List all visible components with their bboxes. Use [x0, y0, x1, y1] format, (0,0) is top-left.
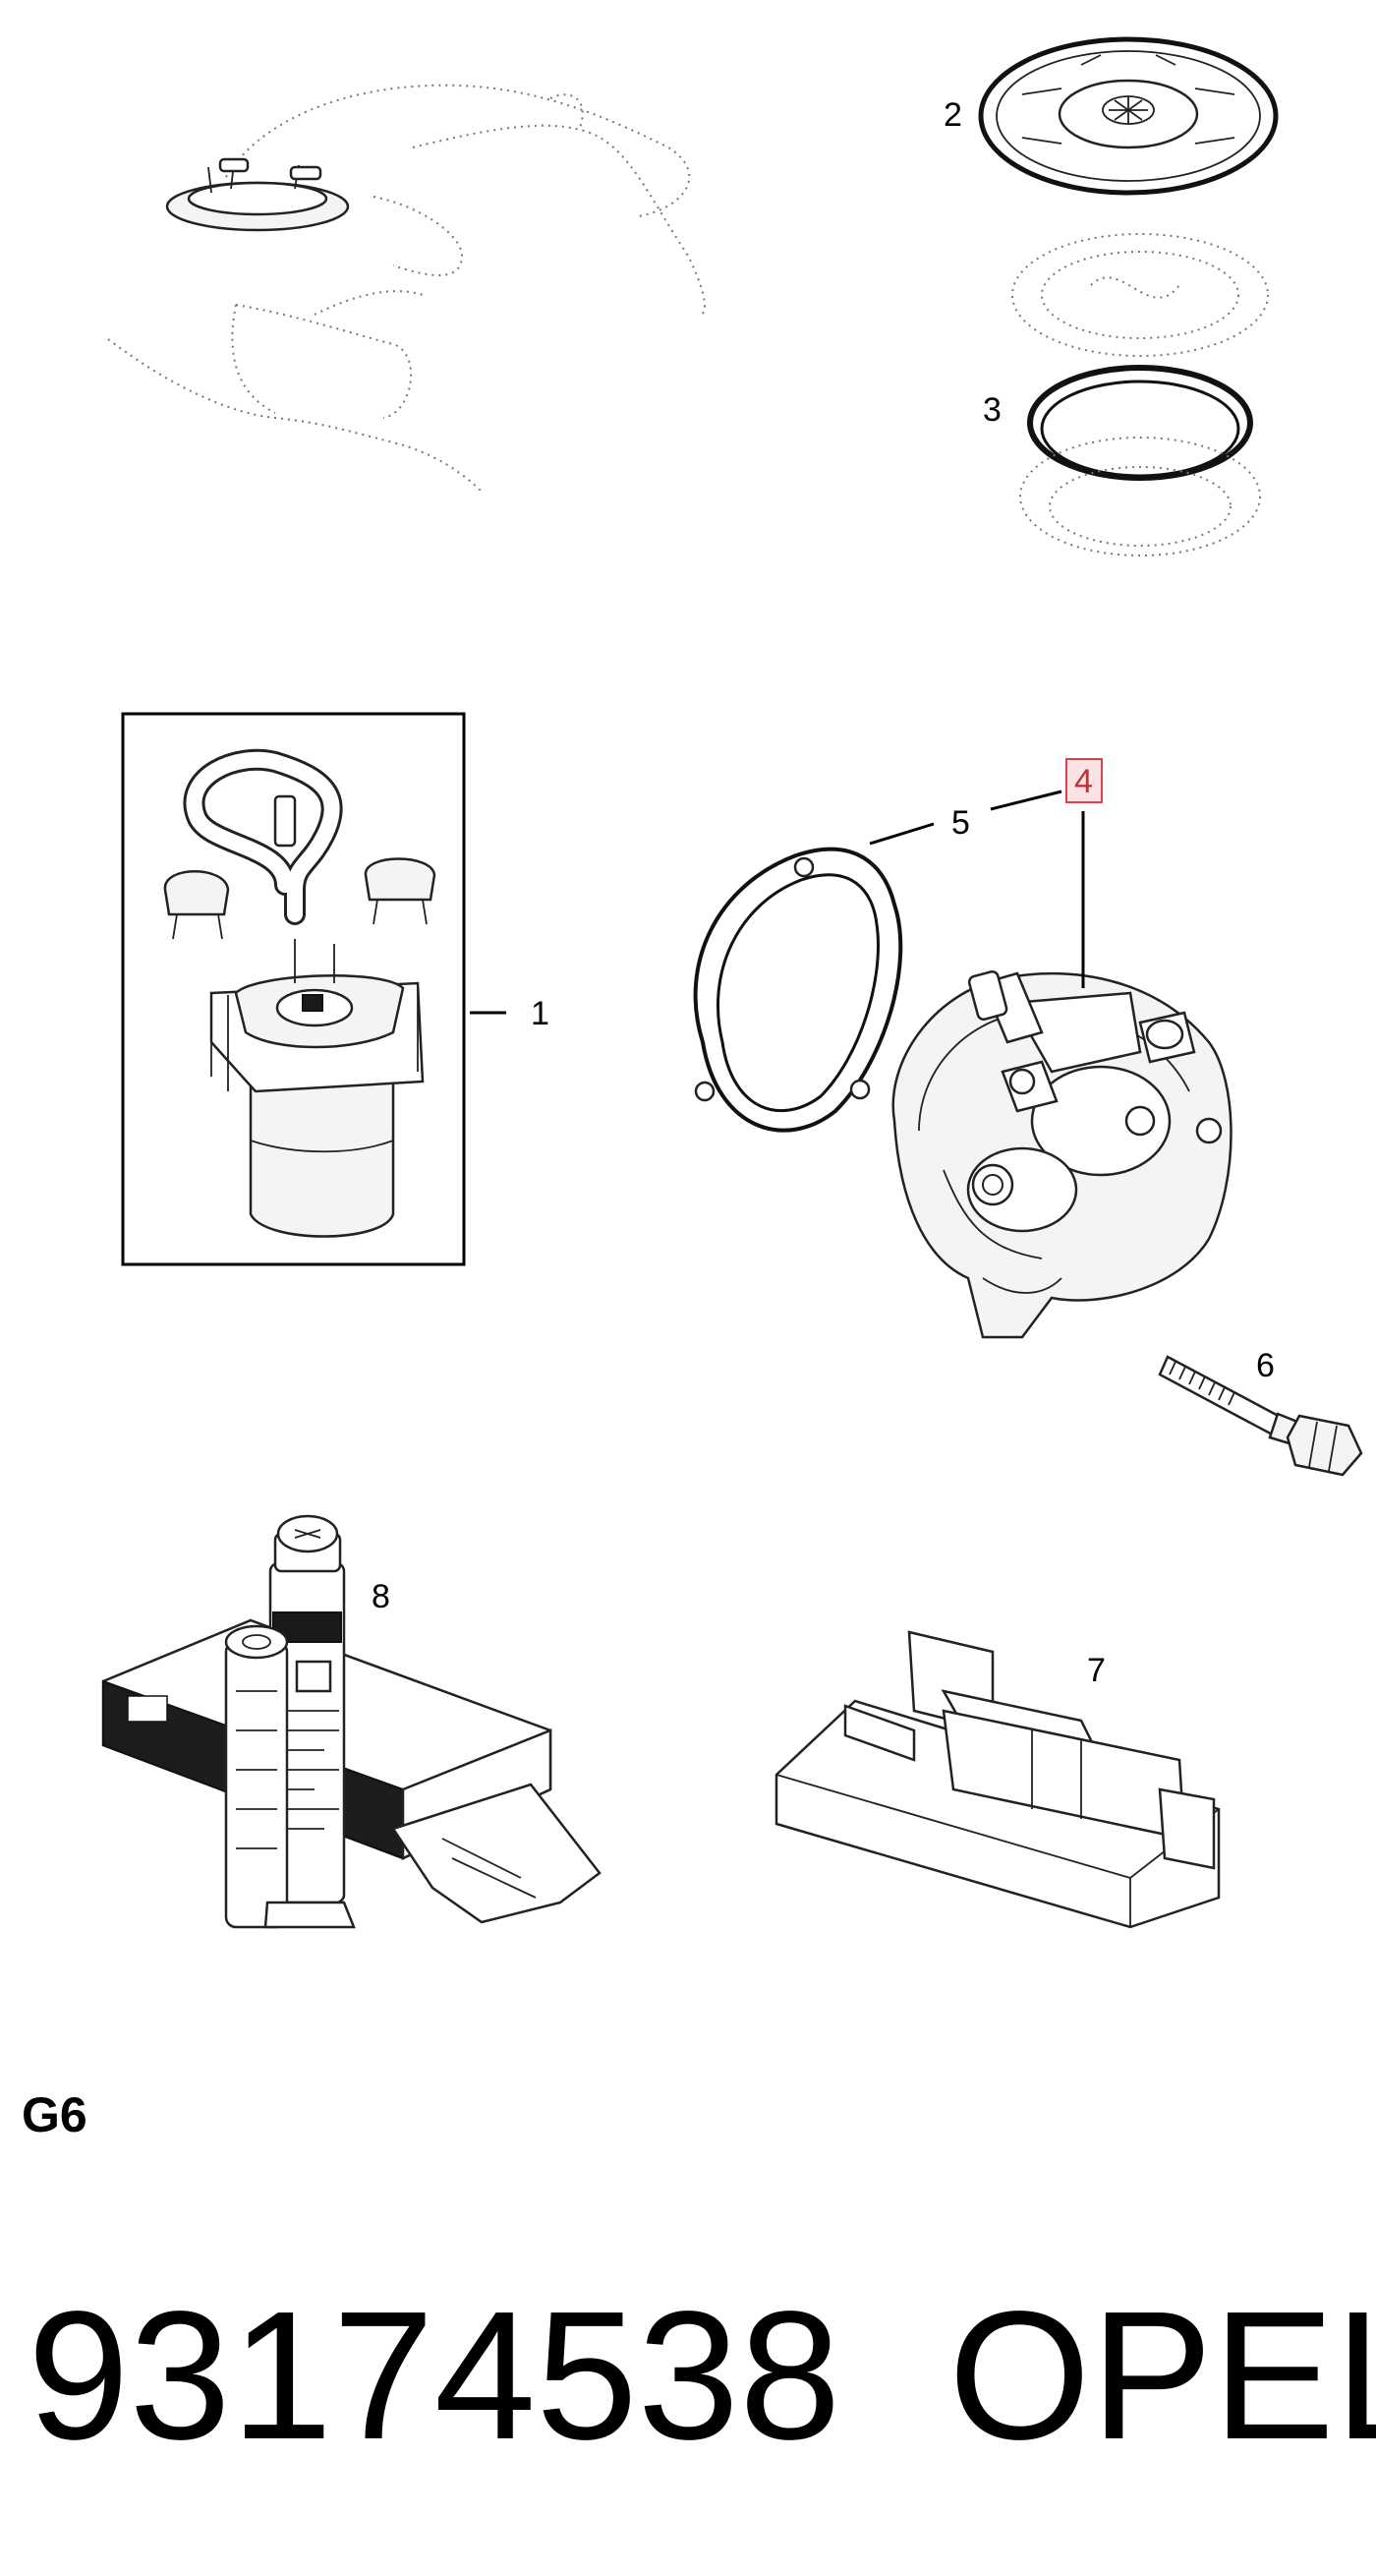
- part-1-fuel-pump-assembly: [163, 748, 436, 1238]
- section-label: G6: [22, 2087, 87, 2142]
- part-number: 93174538: [28, 2274, 841, 2478]
- part-7-control-module: [774, 1630, 1221, 1929]
- installation-hand-illustration: [107, 84, 706, 493]
- callout-4-highlight: [1065, 758, 1103, 803]
- callout-4: 4: [1074, 763, 1093, 800]
- callout-4-leader-a: [990, 790, 1062, 811]
- callout-5: 5: [951, 804, 970, 842]
- callout-2: 2: [944, 96, 962, 134]
- callout-5-leader: [869, 822, 935, 846]
- part-8-sealant-kit: [101, 1514, 602, 1929]
- part-4-pump-housing: [891, 969, 1233, 1339]
- callout-3: 3: [983, 391, 1002, 429]
- brand-name: OPEL: [948, 2274, 1376, 2478]
- callout-6: 6: [1256, 1347, 1275, 1384]
- part-2-lock-ring: [978, 36, 1279, 196]
- callout-1: 1: [531, 995, 549, 1032]
- callout-8: 8: [372, 1578, 390, 1615]
- part-2-dotted-counterpart: [1011, 233, 1269, 357]
- callout-7: 7: [1087, 1652, 1106, 1689]
- part-6-bolt: [1158, 1355, 1363, 1477]
- part-3-seal-ring: [1019, 365, 1261, 556]
- part-5-gasket: [693, 847, 903, 1133]
